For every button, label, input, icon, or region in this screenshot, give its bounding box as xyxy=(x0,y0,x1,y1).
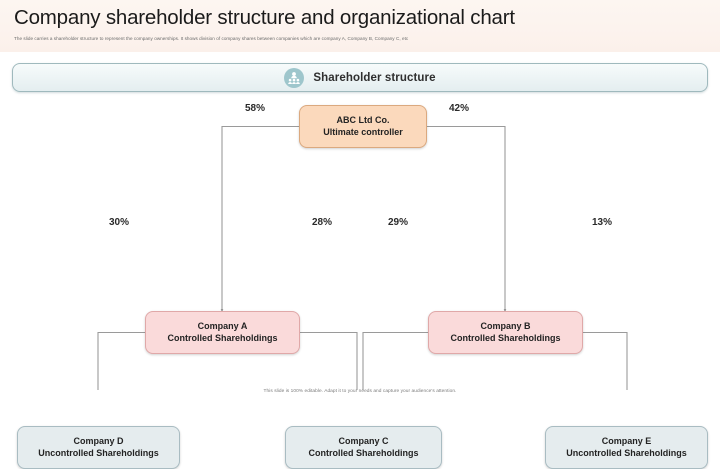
node-company-c-title: Company C xyxy=(338,436,389,446)
node-company-c[interactable]: Company C Controlled Shareholdings xyxy=(285,426,442,469)
people-group-icon xyxy=(284,67,305,88)
edge-abc-company-b xyxy=(427,125,507,313)
node-company-b-subtitle: Controlled Shareholdings xyxy=(450,332,561,343)
edge-company-a-company-c xyxy=(300,331,358,390)
section-bar-title: Shareholder structure xyxy=(313,71,436,84)
node-company-e-title: Company E xyxy=(601,436,652,446)
edge-label-company-a-company-d: 30% xyxy=(109,217,130,228)
edge-label-company-a-company-c: 28% xyxy=(312,217,333,228)
footer-note: This slide is 100% editable. Adapt it to… xyxy=(263,389,457,394)
node-company-d[interactable]: Company D Uncontrolled Shareholdings xyxy=(17,426,180,469)
node-company-a[interactable]: Company A Controlled Shareholdings xyxy=(145,311,300,354)
edge-company-b-company-e xyxy=(583,331,628,390)
node-abc-title: ABC Ltd Co. xyxy=(336,115,390,125)
page-subtitle: The slide carries a shareholder structur… xyxy=(14,36,409,41)
shareholder-structure-header: Shareholder structure xyxy=(12,63,708,92)
node-company-d-subtitle: Uncontrolled Shareholdings xyxy=(38,447,159,458)
edge-abc-company-a xyxy=(220,125,299,313)
node-company-c-subtitle: Controlled Shareholdings xyxy=(308,447,419,458)
edge-company-b-company-c xyxy=(362,331,428,390)
section-bar-inner: Shareholder structure xyxy=(284,67,436,88)
node-company-a-title: Company A xyxy=(197,321,248,331)
node-company-e-subtitle: Uncontrolled Shareholdings xyxy=(566,447,687,458)
edge-company-a-company-d xyxy=(97,331,145,390)
node-abc-ltd-co[interactable]: ABC Ltd Co. Ultimate controller xyxy=(299,105,427,148)
edge-label-abc-company-b: 42% xyxy=(449,103,470,114)
node-company-b[interactable]: Company B Controlled Shareholdings xyxy=(428,311,583,354)
node-abc-subtitle: Ultimate controller xyxy=(323,126,403,137)
node-company-a-subtitle: Controlled Shareholdings xyxy=(167,332,278,343)
edge-label-company-b-company-e: 13% xyxy=(592,217,613,228)
page-title: Company shareholder structure and organi… xyxy=(14,6,515,29)
node-company-e[interactable]: Company E Uncontrolled Shareholdings xyxy=(545,426,708,469)
node-company-b-title: Company B xyxy=(480,321,531,331)
node-company-d-title: Company D xyxy=(73,436,124,446)
edge-label-company-b-company-c: 29% xyxy=(388,217,409,228)
organizational-chart: 58% 42% 30% 28% 29% 13% ABC Ltd Co. Ulti… xyxy=(0,95,720,469)
edge-label-abc-company-a: 58% xyxy=(245,103,266,114)
title-band: Company shareholder structure and organi… xyxy=(0,0,720,52)
